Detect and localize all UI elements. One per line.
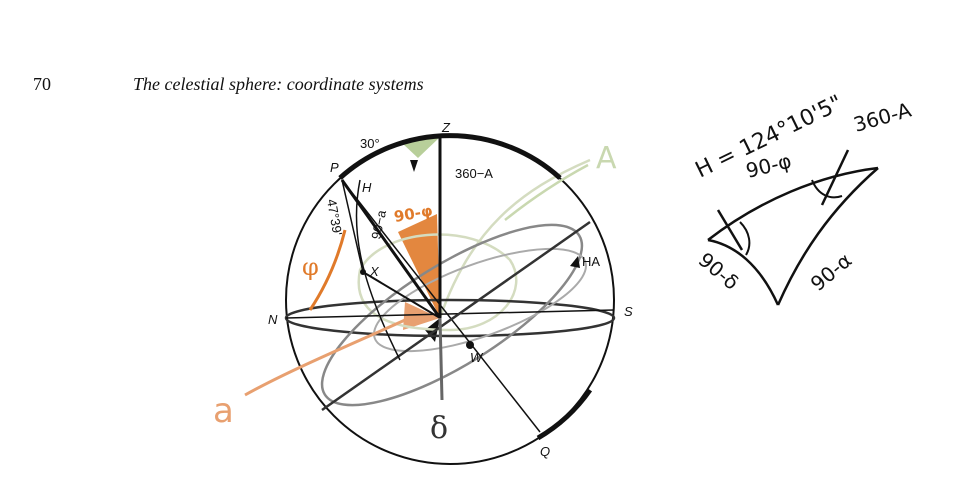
- star-meridian-arc: [355, 179, 401, 361]
- star-to-pole-arc: [340, 179, 442, 319]
- triangle-right-side: [776, 167, 879, 306]
- label-azimuth: 360−A: [455, 166, 493, 181]
- pale-green-curve-loop: [357, 233, 518, 332]
- label-west: W: [470, 350, 484, 365]
- label-north: N: [268, 312, 278, 327]
- equator-ellipse: [320, 223, 584, 407]
- polar-axis: [341, 179, 541, 433]
- label-latitude: 47°39': [324, 198, 345, 237]
- note-side-left: 90-δ: [694, 247, 744, 294]
- angle-arc-left: [739, 221, 751, 256]
- ha-arrow: [570, 256, 580, 268]
- note-angle-label: 360-A: [851, 97, 914, 136]
- azimuth-arrow: [410, 160, 418, 172]
- diurnal-circle: [373, 247, 587, 353]
- pale-green-curve-a: [438, 158, 591, 319]
- light-orange-triangle: [403, 302, 440, 330]
- angle-arc-right: [811, 179, 843, 199]
- label-coaltitude: 90−a: [368, 208, 389, 241]
- label-hour-angle: H: [362, 180, 372, 195]
- label-angle-30: 30°: [360, 136, 380, 151]
- star-line: [362, 271, 441, 319]
- thick-meridian-arc: [338, 133, 562, 180]
- running-title: The celestial sphere: coordinate systems: [133, 74, 424, 94]
- ns-line: [285, 309, 615, 319]
- hand-A: A: [596, 141, 617, 176]
- hand-delta: δ: [430, 411, 448, 446]
- label-south: S: [624, 304, 633, 319]
- label-ha: HA: [582, 254, 600, 269]
- ecliptic-line: [321, 220, 591, 412]
- hand-alpha: a: [213, 391, 234, 431]
- star-point: [360, 269, 366, 275]
- label-zenith: Z: [441, 120, 451, 135]
- thick-bottom-arc: [536, 388, 593, 441]
- alpha-stroke: [244, 318, 406, 397]
- delta-line: [438, 317, 444, 401]
- spherical-triangle-sketch: [707, 149, 879, 306]
- angle-tick-left: [716, 209, 744, 251]
- triangle-top-side: [707, 166, 879, 241]
- pole-to-x-line: [341, 179, 364, 273]
- triangle-left-side: [707, 238, 780, 306]
- label-pole: P: [330, 160, 339, 175]
- label-q: Q: [540, 444, 550, 459]
- green-a-stroke: [504, 163, 589, 221]
- hand-phi: φ: [302, 253, 319, 281]
- page-number: 70: [33, 74, 51, 94]
- label-star: X: [369, 264, 380, 279]
- west-point: [466, 341, 474, 349]
- note-side-right: 90-α: [806, 248, 857, 296]
- phi-arc-stroke: [308, 229, 347, 311]
